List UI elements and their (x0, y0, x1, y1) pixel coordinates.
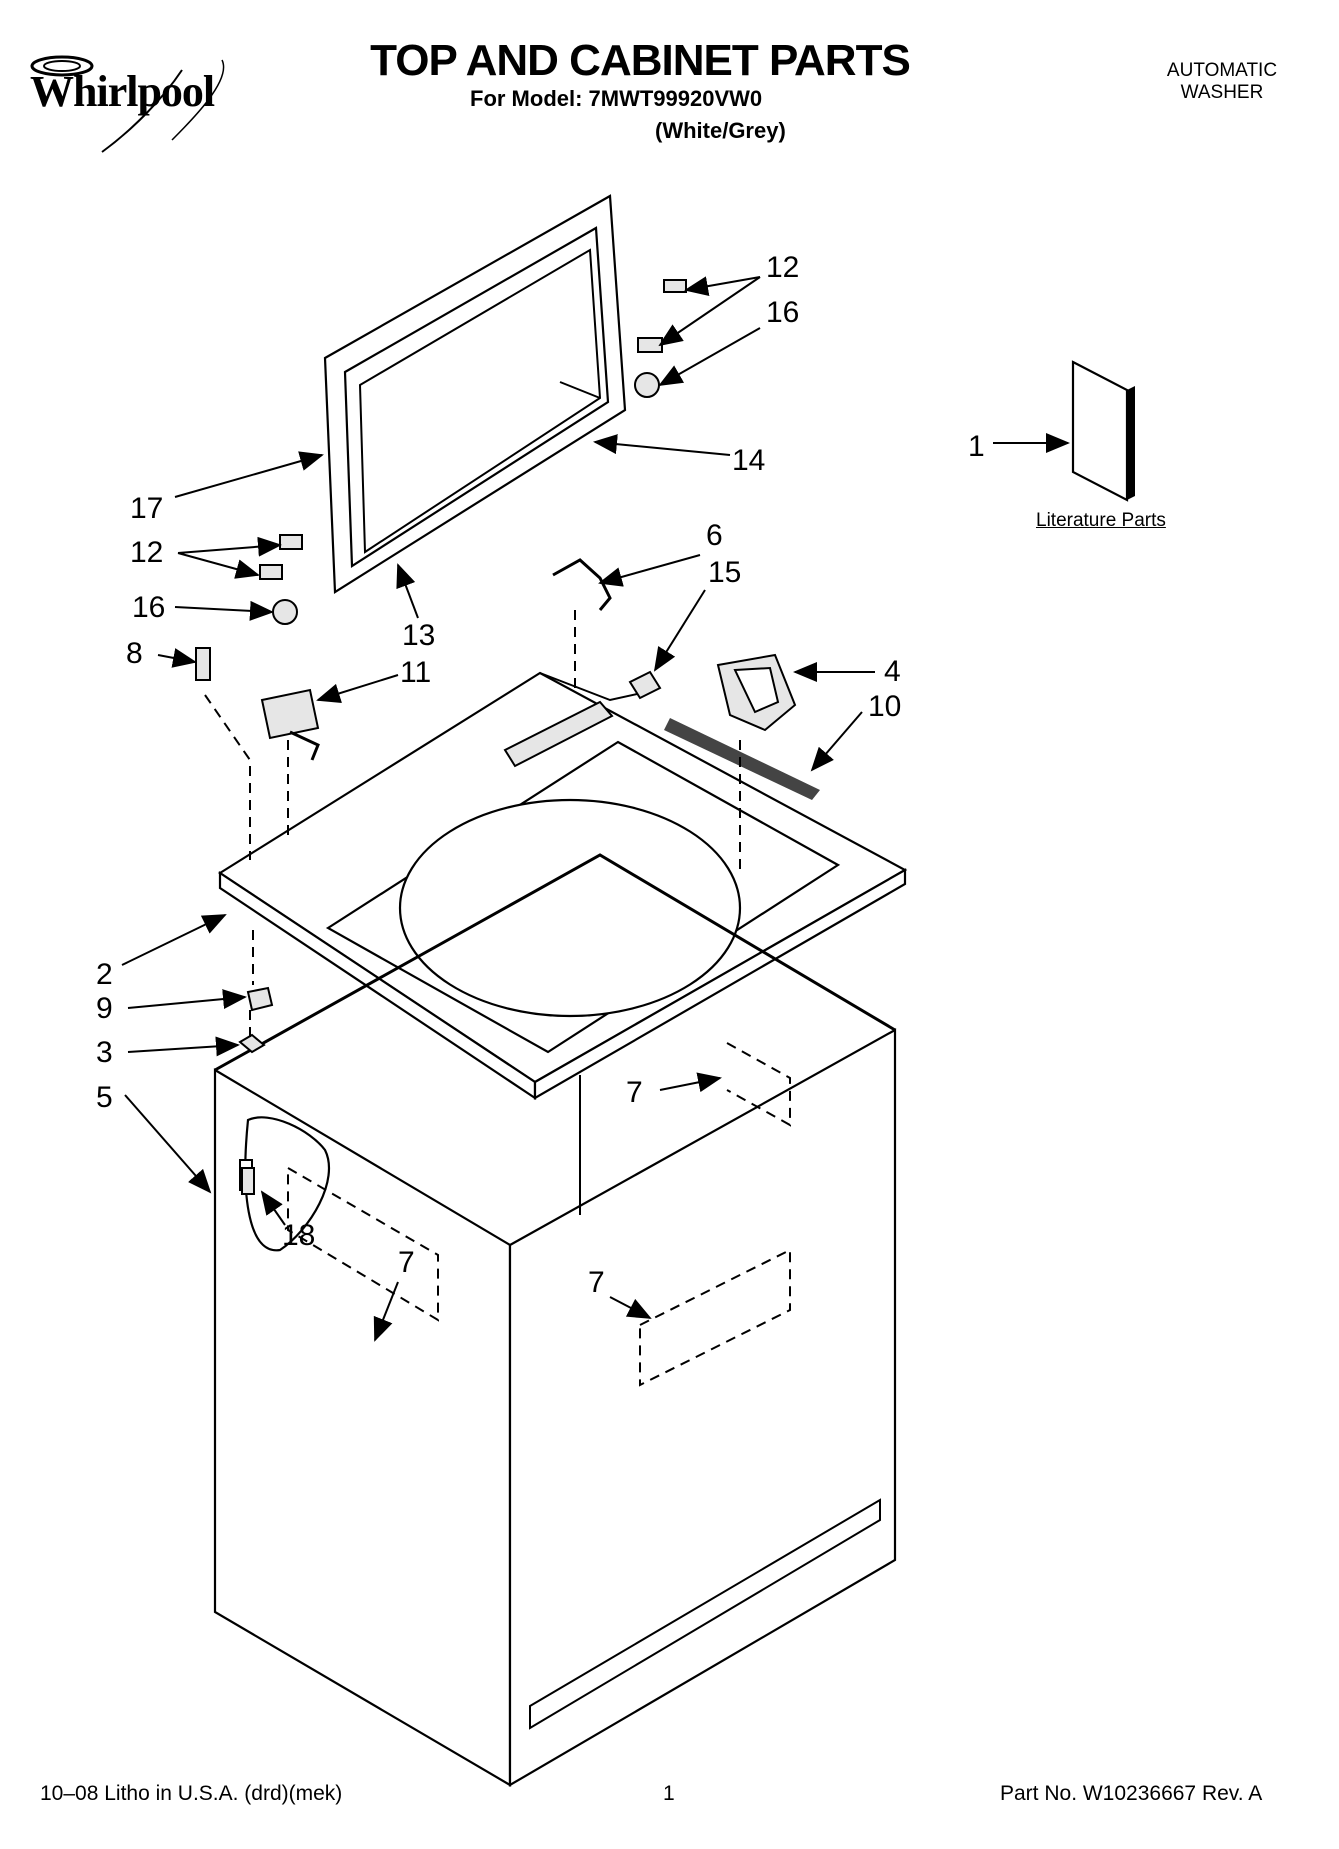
callout-12b: 12 (130, 536, 163, 569)
brand-wordmark: Whirlpool (30, 67, 215, 116)
callout-8: 8 (126, 637, 143, 670)
callout-2: 2 (96, 958, 113, 991)
screw-part-8 (195, 647, 211, 681)
callout-3: 3 (96, 1036, 113, 1069)
gasket-part-10 (664, 718, 820, 800)
nut-part-9 (246, 986, 274, 1012)
top-panel-part (217, 671, 908, 1101)
callout-16a: 16 (766, 296, 799, 329)
footer-part-number: Part No. W10236667 Rev. A (1000, 1782, 1263, 1805)
appliance-type-line2: WASHER (1180, 82, 1264, 103)
lid-switch-part-11 (260, 688, 320, 761)
literature-parts-label: Literature Parts (1036, 510, 1166, 531)
bleach-cup-part-4 (716, 653, 797, 732)
screw-part-12-lower (259, 534, 303, 580)
cabinet-part (213, 853, 897, 1787)
lid-switch-bracket-part-6 (552, 558, 612, 611)
callout-13: 13 (402, 619, 435, 652)
appliance-type-line1: AUTOMATIC (1166, 60, 1278, 81)
screw-part-18 (241, 1167, 255, 1195)
callout-11: 11 (400, 656, 431, 689)
callout-12a: 12 (766, 251, 799, 284)
callout-17: 17 (130, 492, 163, 525)
callout-15: 15 (708, 556, 741, 589)
whirlpool-logo (30, 55, 225, 153)
footer-page-number: 1 (663, 1782, 675, 1805)
callout-9: 9 (96, 992, 113, 1025)
model-color: (White/Grey) (655, 118, 786, 143)
model-number: For Model: 7MWT99920VW0 (470, 86, 763, 111)
clip-part-3 (238, 1033, 266, 1054)
bumper-part-16-lower (272, 599, 298, 625)
callout-7b: 7 (398, 1246, 415, 1279)
literature-booklet-part (1071, 360, 1135, 502)
clip-part-15 (628, 670, 662, 700)
callout-18: 18 (282, 1219, 315, 1252)
callout-16b: 16 (132, 591, 165, 624)
page-title: TOP AND CABINET PARTS (370, 36, 911, 85)
callout-7c: 7 (588, 1266, 605, 1299)
screw-part-12-upper (637, 279, 687, 353)
callout-10: 10 (868, 690, 901, 723)
callout-4: 4 (884, 655, 901, 688)
lid-part (323, 194, 627, 594)
callout-1: 1 (968, 430, 985, 463)
callout-14: 14 (732, 444, 765, 477)
bumper-part-16-upper (634, 372, 660, 398)
callout-7a: 7 (626, 1076, 643, 1109)
callout-6: 6 (706, 519, 723, 552)
footer-litho: 10–08 Litho in U.S.A. (drd)(mek) (40, 1782, 343, 1805)
callout-5: 5 (96, 1081, 113, 1114)
